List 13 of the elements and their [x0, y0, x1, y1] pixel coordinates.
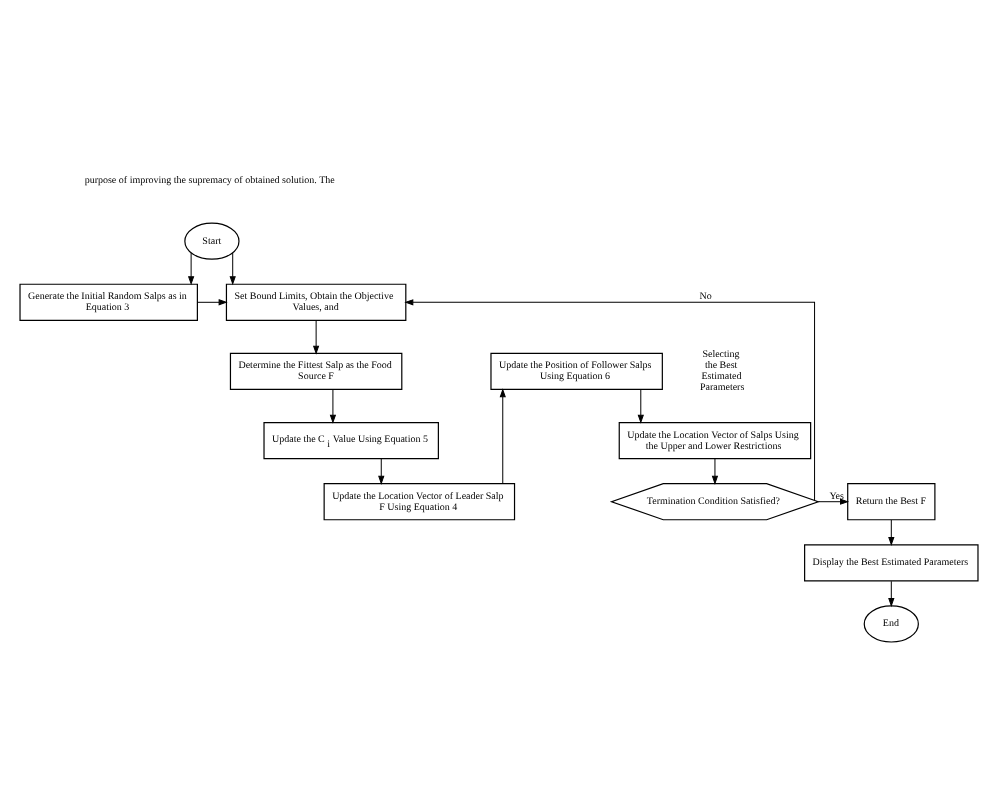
arrow	[888, 580, 895, 607]
arrow	[499, 389, 506, 485]
arrow	[637, 389, 644, 423]
arrow	[712, 458, 718, 484]
arrow	[888, 519, 895, 545]
arrow	[329, 389, 336, 423]
arrow	[378, 458, 385, 484]
arrow	[313, 319, 320, 354]
arrow	[229, 252, 236, 285]
arrow	[817, 498, 849, 505]
arrow	[197, 299, 227, 306]
arrow	[405, 299, 816, 501]
arrow	[188, 252, 195, 285]
